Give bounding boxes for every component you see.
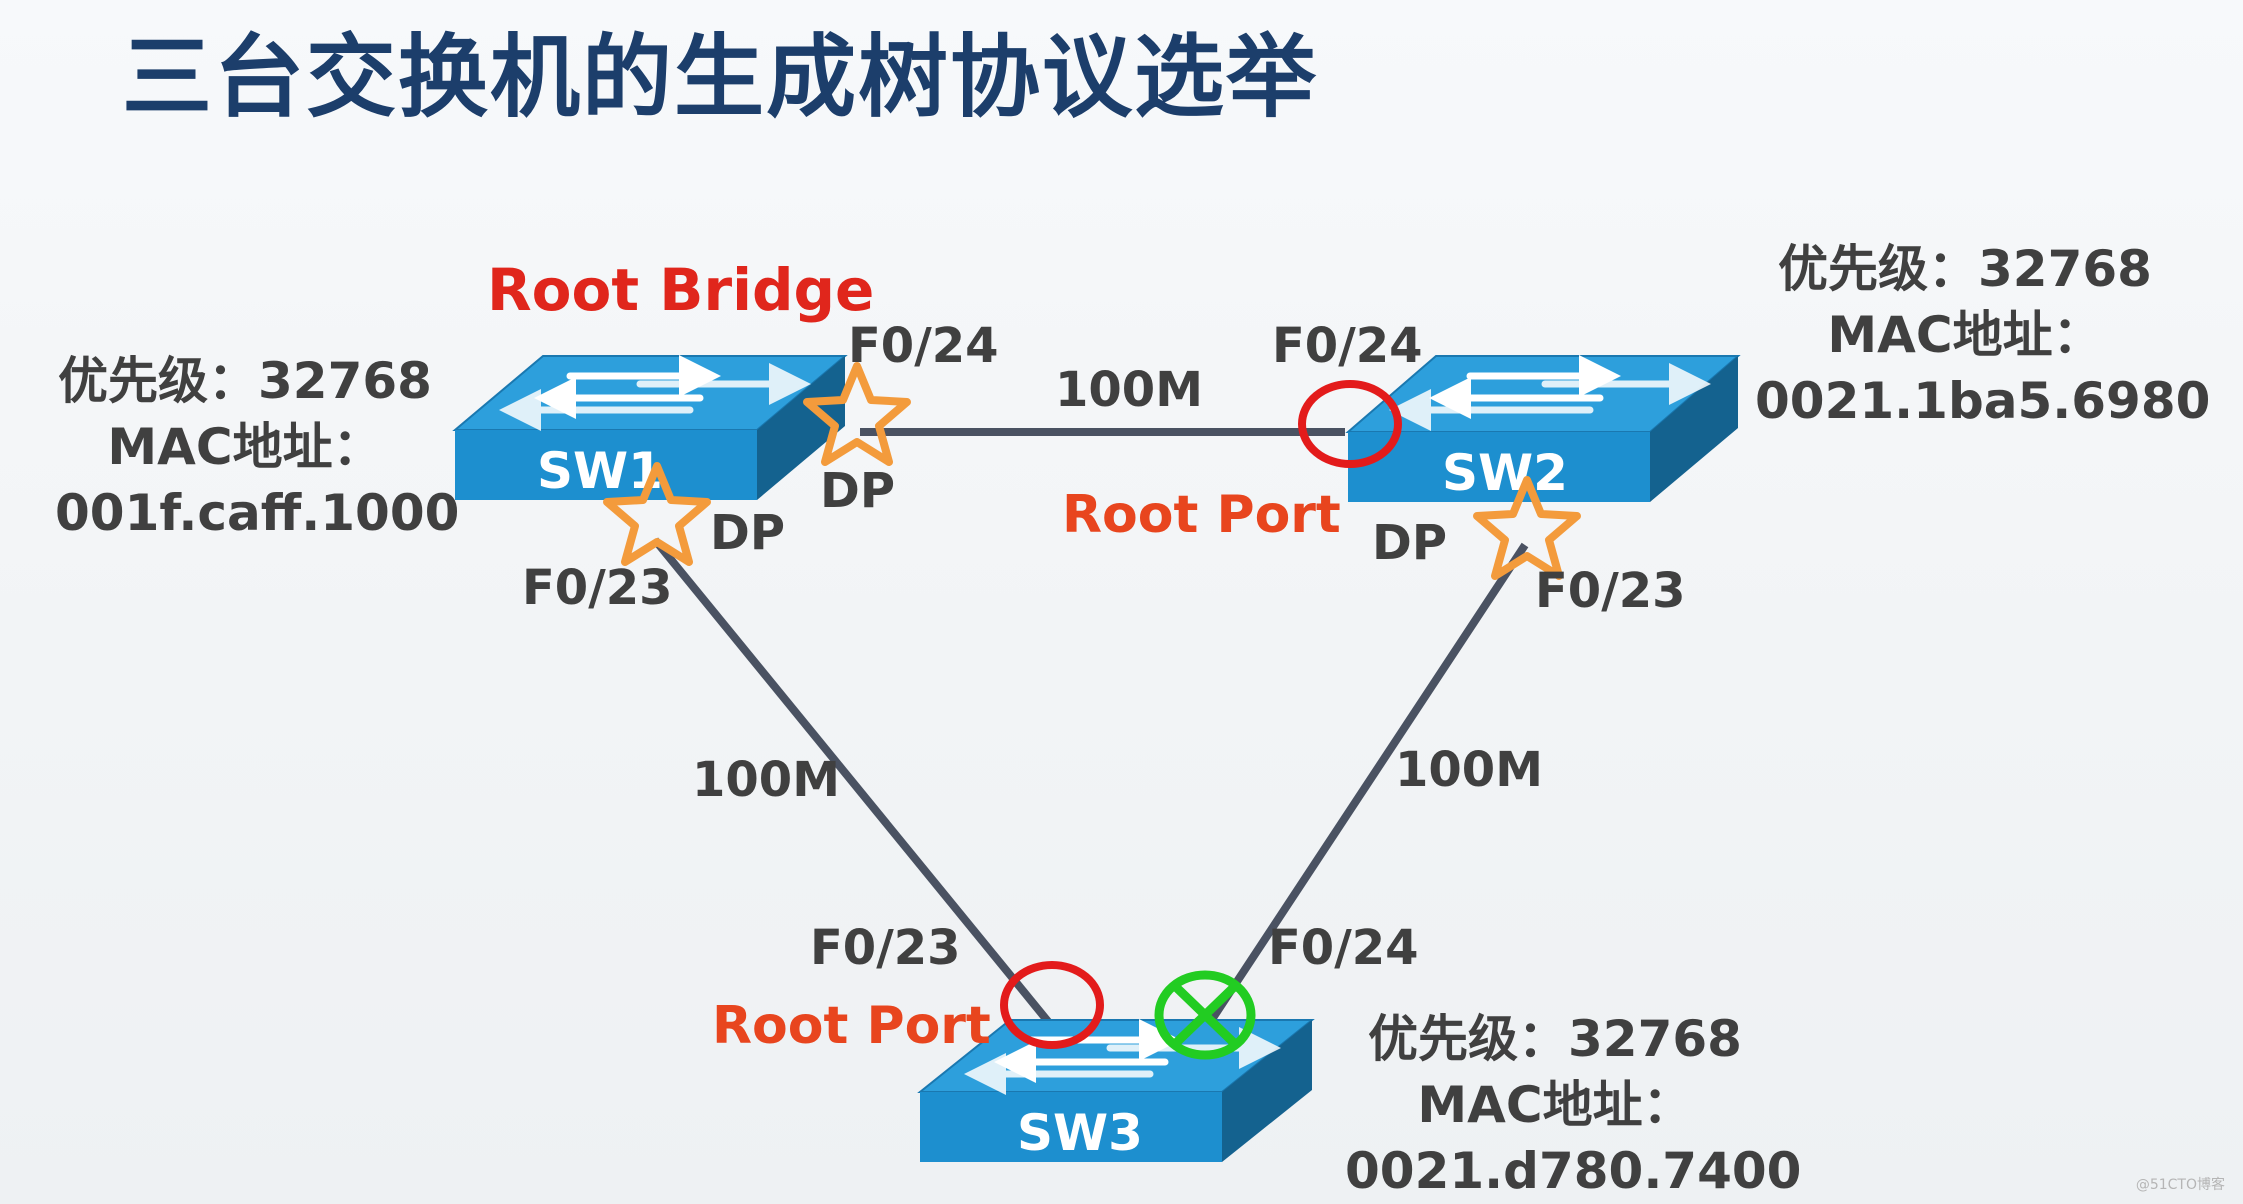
sw1-mac: 001f.caff.1000 <box>55 484 460 542</box>
sw1-port-f0-24: F0/24 <box>848 318 999 374</box>
switch-sw1-side <box>757 356 845 500</box>
sw1-port-f0-23: F0/23 <box>522 560 673 616</box>
sw2-mac-label: MAC地址： <box>1827 306 2103 364</box>
sw2-info: 优先级：32768 MAC地址： 0021.1ba5.6980 <box>1755 236 2211 434</box>
switch-sw2-arrows-icon <box>1389 355 1711 431</box>
sw2-port-f0-24: F0/24 <box>1272 318 1423 374</box>
page-title: 三台交换机的生成树协议选举 <box>122 25 1318 130</box>
switch-sw3-side <box>1222 1020 1312 1162</box>
link-sw2-sw3-speed: 100M <box>1395 742 1543 798</box>
sw3-info: 优先级：32768 MAC地址： 0021.d780.7400 <box>1345 1006 1802 1204</box>
link-sw1-sw3-speed: 100M <box>692 752 840 808</box>
link-sw1-sw3 <box>651 537 1059 1033</box>
switch-sw3-front <box>920 1092 1222 1162</box>
sw2-port-f0-23: F0/23 <box>1535 563 1686 619</box>
sw2-f0-24-role: Root Port <box>1062 485 1341 545</box>
switch-sw2-name: SW2 <box>1442 444 1568 502</box>
watermark: @51CTO博客 <box>2135 1177 2225 1193</box>
sw3-priority: 优先级：32768 <box>1368 1010 1742 1068</box>
sw3-f0-23-role: Root Port <box>712 996 991 1056</box>
sw1-priority: 优先级：32768 <box>58 352 432 410</box>
sw3-port-f0-23: F0/23 <box>810 920 961 976</box>
root-port-circle-icon <box>1000 961 1104 1049</box>
sw2-mac: 0021.1ba5.6980 <box>1755 372 2211 430</box>
sw1-f0-24-role: DP <box>820 463 896 519</box>
switch-sw3-name: SW3 <box>1017 1104 1143 1162</box>
sw3-mac-label: MAC地址： <box>1417 1076 1693 1134</box>
switch-sw2[interactable]: SW2 <box>1345 355 1741 502</box>
star-icon <box>803 362 911 466</box>
switch-sw1-front <box>455 430 757 500</box>
sw1-info: 优先级：32768 MAC地址： 001f.caff.1000 <box>55 348 460 546</box>
switch-sw1-name: SW1 <box>537 442 663 500</box>
switch-sw3[interactable]: SW3 <box>917 1019 1315 1162</box>
sw1-f0-23-role: DP <box>710 505 786 561</box>
switch-sw1-arrows-icon <box>499 355 811 431</box>
switch-sw2-side <box>1650 356 1738 502</box>
star-icon <box>1473 476 1581 580</box>
sw3-port-f0-24: F0/24 <box>1268 920 1419 976</box>
blocked-port-crossed-circle-icon <box>1154 970 1256 1060</box>
sw1-mac-label: MAC地址： <box>107 418 383 476</box>
sw2-f0-23-role: DP <box>1372 515 1448 571</box>
switch-sw1[interactable]: SW1 <box>452 355 848 500</box>
root-bridge-label: Root Bridge <box>487 256 875 324</box>
link-sw2-sw3 <box>1201 542 1529 1033</box>
sw3-mac: 0021.d780.7400 <box>1345 1142 1802 1200</box>
sw2-priority: 优先级：32768 <box>1778 240 2152 298</box>
star-icon <box>603 462 711 566</box>
switch-sw2-front <box>1348 432 1650 502</box>
link-sw1-sw2-speed: 100M <box>1055 362 1203 418</box>
root-port-circle-icon <box>1298 380 1402 468</box>
